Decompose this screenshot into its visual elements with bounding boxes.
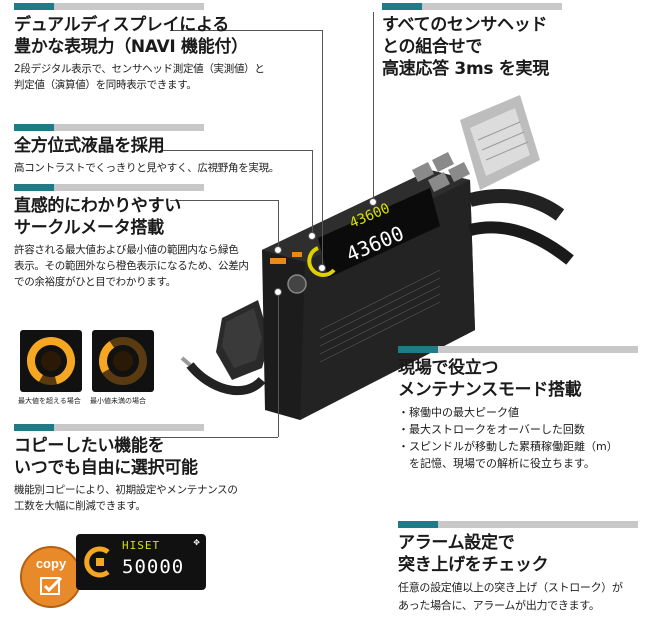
device-dial (287, 274, 307, 294)
feature-circle-meter: 直感的にわかりやすい サークルメータ搭載 許容される最大値および最小値の範囲内な… (14, 184, 264, 290)
meter-thumbnail-under-min (92, 330, 154, 392)
copy-display: HISET 50000 ✥ (76, 534, 206, 590)
leader-line (278, 200, 279, 248)
feature-title: 全方位式液晶を採用 (14, 136, 165, 156)
lcd-panel (318, 188, 440, 278)
feature-title: デュアルディスプレイによる 豊かな表現力（NAVI 機能付） (14, 15, 248, 57)
feature-dual-display: デュアルディスプレイによる 豊かな表現力（NAVI 機能付） 2段デジタル表示で… (14, 3, 324, 93)
copy-display-value: 50000 (122, 556, 185, 578)
leader-line (150, 437, 278, 438)
maintenance-bullets: ・稼働中の最大ピーク値 ・最大ストロークをオーバーした回数 ・スピンドルが移動し… (398, 404, 652, 472)
feature-body: 高コントラストでくっきりと見やすく、広視野角を実現。 (14, 162, 279, 174)
leader-line (170, 30, 322, 31)
feature-body: 任意の設定値以上の突き上げ（ストローク）が あった場合に、アラームが出力できます… (398, 581, 623, 612)
feature-title: コピーしたい機能を いつでも自由に選択可能 (14, 436, 198, 478)
device-circle-meter (307, 246, 336, 277)
feature-body: 機能別コピーにより、初期設定やメンテナンスの 工数を大幅に削減できます。 (14, 484, 238, 512)
feature-title: すべてのセンサヘッド との組合せで 高速応答 3ms を実現 (382, 15, 549, 79)
leader-line (278, 295, 279, 437)
feature-title: 現場で役立つ メンテナンスモード搭載 (398, 358, 582, 400)
cable (186, 362, 266, 396)
leader-dot (274, 246, 282, 254)
feature-body: 2段デジタル表示で、センサヘッド測定値（実測値）と 判定値（演算値）を同時表示で… (14, 63, 265, 91)
leader-line (160, 150, 312, 151)
copy-badge: copy (20, 546, 82, 608)
feature-title: 直感的にわかりやすい サークルメータ搭載 (14, 196, 181, 238)
feature-title: アラーム設定で 突き上げをチェック (398, 533, 549, 575)
leader-line (322, 30, 323, 268)
leader-dot (369, 198, 377, 206)
feature-body: 許容される最大値および最小値の範囲内なら緑色 表示。その範囲外なら橙色表示になる… (14, 244, 249, 288)
leader-dot (318, 264, 326, 272)
list-item: ・稼働中の最大ピーク値 (398, 406, 519, 419)
leader-line (170, 200, 278, 201)
leader-line (373, 12, 374, 200)
feature-omni-lcd: 全方位式液晶を採用 高コントラストでくっきりと見やすく、広視野角を実現。 (14, 124, 294, 176)
leader-dot (274, 288, 282, 296)
meter-caption: 最大値を超える場合 (18, 397, 81, 405)
feature-maintenance: 現場で役立つ メンテナンスモード搭載 ・稼働中の最大ピーク値 ・最大ストロークを… (398, 346, 652, 472)
feature-response: すべてのセンサヘッド との組合せで 高速応答 3ms を実現 (382, 3, 652, 80)
status-led (270, 258, 286, 264)
copy-display-label: HISET (122, 539, 161, 552)
copy-badge-label: copy (35, 556, 67, 571)
copy-check-icon (40, 576, 63, 595)
leader-dot (308, 232, 316, 240)
copy-meter-icon (84, 546, 110, 578)
list-item: ・最大ストロークをオーバーした回数 (398, 423, 585, 436)
list-item: ・スピンドルが移動した累積稼働距離（m） (398, 440, 618, 453)
meter-thumbnail-over-max (20, 330, 82, 392)
arrow-keys-icon: ✥ (193, 538, 200, 547)
list-item: を記憶、現場での解析に役立ちます。 (398, 457, 595, 470)
feature-alarm: アラーム設定で 突き上げをチェック 任意の設定値以上の突き上げ（ストローク）が … (398, 521, 652, 615)
meter-caption: 最小値未満の場合 (90, 397, 146, 405)
leader-line (312, 150, 313, 234)
feature-copy: コピーしたい機能を いつでも自由に選択可能 機能別コピーにより、初期設定やメンテ… (14, 424, 284, 514)
